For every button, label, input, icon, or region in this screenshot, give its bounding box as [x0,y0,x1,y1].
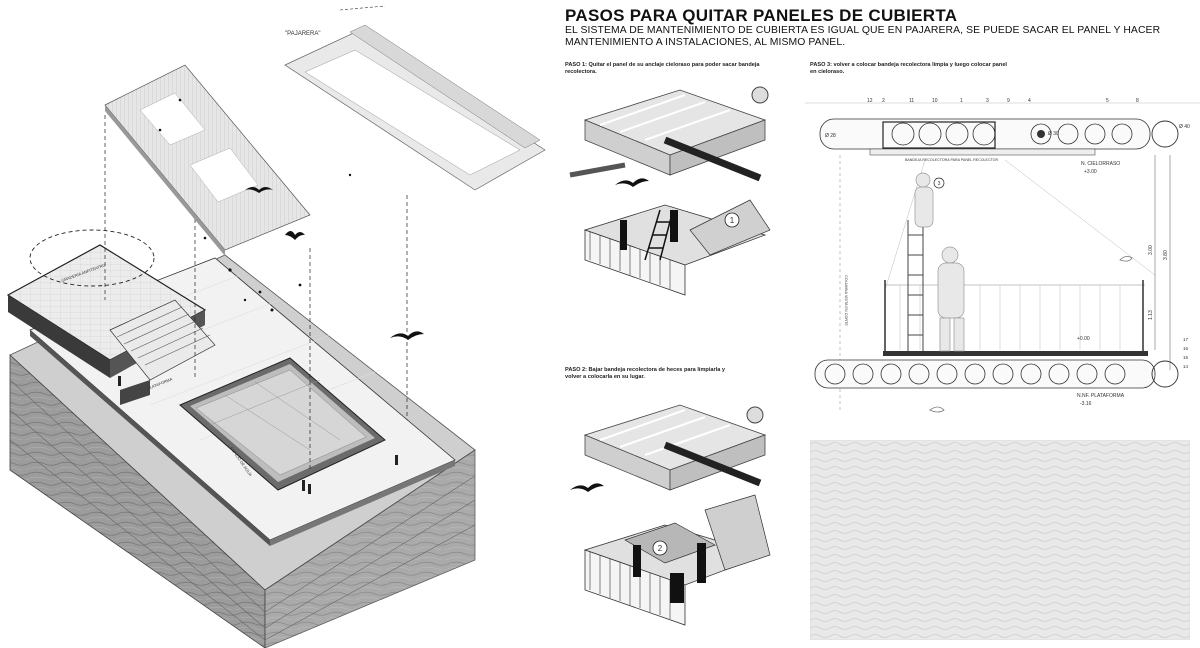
tray-note: BANDEJA RECOLECTORA PARA PANEL RECOLECTO… [905,158,998,162]
svg-text:10: 10 [932,98,938,104]
svg-text:3: 3 [986,98,989,104]
person-icon [308,484,311,494]
svg-text:17: 17 [1183,337,1189,342]
svg-text:16: 16 [1183,346,1189,351]
water-texture-panel [810,440,1190,640]
callout-2: 2 [658,544,663,553]
svg-text:4: 4 [1028,98,1031,104]
step-3-caption: PASO 3: volver a colocar bandeja recolec… [810,62,1007,75]
svg-text:2: 2 [882,98,885,104]
platform-level-prefix: N.NF. [1077,393,1090,399]
mid-level: +0.00 [1077,336,1090,342]
person-icon [118,376,121,386]
callout-1: 1 [730,216,735,225]
vdim-3: 1.13 [1148,310,1154,320]
page-subtitle: EL SISTEMA DE MANTENIMIENTO DE CUBIERTA … [565,25,1161,48]
dim-left: Ø 28 [825,133,836,139]
step-2-drawing: 2 [570,404,771,626]
ceiling-level-prefix: N. [1081,161,1086,167]
section-side-numbers: 17 16 15 14 [1183,337,1189,369]
ladder [907,220,924,351]
platform-level-value: -3.16 [1080,401,1092,407]
person-icon [697,543,706,583]
bird-icon [245,187,273,193]
vdim-2: 3.80 [1163,250,1169,260]
bird-icon [615,178,649,187]
person-icon [620,220,627,250]
dim-right: Ø 40 [1179,124,1190,130]
svg-text:9: 9 [1007,98,1010,104]
water-mirror [179,357,386,491]
bird-icon [390,331,424,340]
person-icon [670,210,678,242]
bird-icon [929,406,945,413]
vdim-1: 3.00 [1148,245,1154,255]
person-icon [633,545,641,577]
axonometric-drawing: "PAJARERA" GRADERÍA ANFITEATRO PLATAFORM… [6,5,546,648]
svg-text:5: 5 [1106,98,1109,104]
birds-group [158,98,424,340]
svg-text:1: 1 [960,98,963,104]
pajarera-canopy [104,5,546,256]
svg-text:14: 14 [1183,364,1189,369]
person-icon [395,455,398,465]
bird-icon [570,483,604,492]
svg-text:8: 8 [1136,98,1139,104]
bird-icon [1119,256,1133,262]
platform-level-name: PLATAFORMA [1091,393,1125,399]
svg-text:11: 11 [909,98,914,104]
bird-icon [285,231,305,240]
svg-text:N.NF. PLATAFORMA: N.NF. PLATAFORMA [1077,393,1125,399]
step-1-caption: PASO 1: Quitar el panel de su anclaje ci… [565,62,760,75]
svg-text:N. CIELORRASO: N. CIELORRASO [1081,161,1120,167]
workers [914,172,965,352]
column-note: COLUMNA VISTA EN CORTE [844,275,848,326]
svg-text:12: 12 [867,98,873,104]
section-top-numbers: 12 2 11 10 1 3 9 4 5 8 [867,98,1139,104]
ceiling-level-value: +3.00 [1084,169,1097,175]
step-2-caption: PASO 2: Bajar bandeja recolectora de hec… [565,367,726,380]
ceiling-level-name: CIELORRASO [1087,161,1120,167]
section-drawing: 12 2 11 10 1 3 9 4 5 8 Ø 28 Ø 30 Ø 40 BA… [805,98,1200,413]
dim-mid: Ø 30 [1048,131,1059,137]
step-1-drawing: 1 [569,86,771,296]
people-group [118,376,398,494]
callout-3: 3 [938,181,941,187]
person-icon [302,480,305,491]
pajarera-label: "PAJARERA" [285,31,321,37]
page-title: PASOS PARA QUITAR PANELES DE CUBIERTA [565,6,958,25]
svg-text:15: 15 [1183,355,1189,360]
amphitheatre [6,229,216,405]
